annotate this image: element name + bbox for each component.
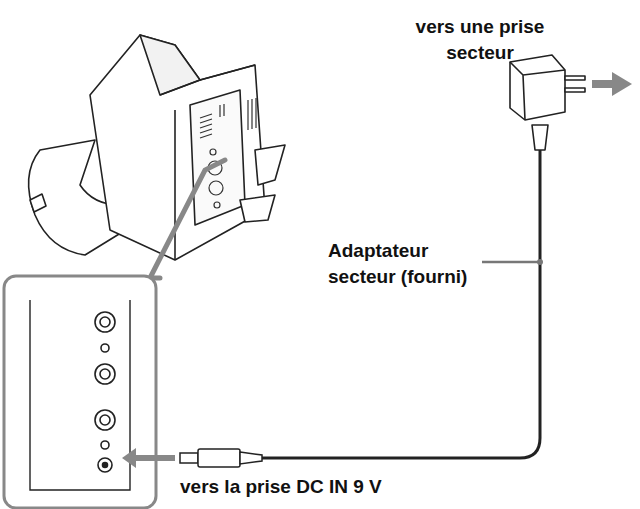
- zoom-panel: [4, 276, 156, 508]
- adapter-prong: [565, 88, 585, 92]
- indicator: [220, 104, 224, 117]
- label: vers la prise DC IN 9 V: [180, 474, 480, 500]
- vents: [200, 114, 212, 138]
- adapter-strain: [532, 125, 548, 150]
- right-tray: [255, 145, 285, 185]
- jack: [210, 149, 216, 155]
- outlet-arrow: [592, 80, 615, 88]
- device-top: [140, 35, 200, 95]
- dc-jack: [98, 458, 112, 472]
- front-panel: [190, 90, 245, 225]
- leader-line: [482, 261, 538, 264]
- plug-strain: [240, 452, 262, 464]
- adapter-edge: [510, 62, 565, 120]
- jack: [209, 181, 223, 195]
- jack: [100, 369, 110, 379]
- outlet-arrow-head: [612, 72, 632, 96]
- cradle-latch: [30, 194, 46, 212]
- zoom-leader: [150, 160, 225, 278]
- cable: [262, 150, 540, 458]
- leader-dot: [537, 259, 543, 265]
- jack: [95, 410, 115, 430]
- adapter-body: [510, 55, 565, 120]
- dc-jack: [214, 202, 220, 208]
- dc-jack-pin: [103, 463, 108, 468]
- jack: [100, 317, 110, 327]
- label: vers une prise secteur: [395, 14, 565, 66]
- plug-tip: [180, 453, 198, 463]
- led: [101, 441, 109, 449]
- plug-body: [198, 449, 240, 467]
- adapter-prong: [565, 76, 585, 80]
- insert-arrow-head: [122, 448, 136, 468]
- jack: [95, 364, 115, 384]
- right-tray: [240, 195, 275, 222]
- jack: [95, 312, 115, 332]
- insert-arrow: [130, 455, 175, 461]
- vents: [248, 98, 256, 130]
- led: [101, 344, 109, 352]
- jack: [100, 415, 110, 425]
- label: Adaptateur secteur (fourni): [328, 238, 468, 290]
- panel-outline: [30, 300, 130, 490]
- body-edge: [174, 110, 176, 260]
